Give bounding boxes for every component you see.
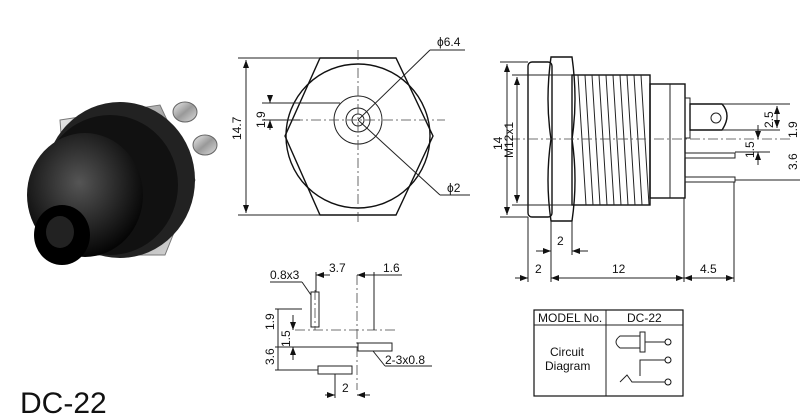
dim-flange: 2 (535, 262, 542, 276)
model-value: DC-22 (627, 311, 662, 325)
dim-outer-dia: ϕ6.4 (437, 35, 461, 49)
circuit-label-2: Diagram (545, 359, 590, 373)
dim-pin-dia: ϕ2 (447, 181, 461, 195)
dim-v1: 1.9 (263, 313, 277, 330)
dim-tab: 2.5 (762, 111, 776, 128)
front-view: 14.7 1.9 ϕ6.4 ϕ2 (230, 35, 470, 225)
dim-d1: 3.7 (329, 261, 346, 275)
dim-offset1: 1.9 (786, 121, 800, 138)
footprint-view: 0.8x3 3.7 1.6 1.9 1.5 3.6 2-3x0.8 2 (263, 261, 432, 398)
dim-offset3: 3.6 (786, 153, 800, 170)
product-photo (27, 101, 218, 265)
dim-offset2: 1.5 (743, 141, 757, 158)
dim-d2: 1.6 (383, 261, 400, 275)
circuit-label-1: Circuit (550, 345, 585, 359)
dim-side-height: 14 (491, 136, 505, 150)
dim-v3: 3.6 (263, 348, 277, 365)
model-label: MODEL No. (538, 311, 602, 325)
dim-slot1: 0.8x3 (270, 268, 300, 282)
dim-front-height: 14.7 (230, 116, 244, 140)
model-table: MODEL No. DC-22 Circuit Diagram (533, 309, 684, 397)
dim-front-pin-offset: 1.9 (254, 111, 268, 128)
thread-lines (577, 74, 650, 206)
dim-slots2: 2-3x0.8 (385, 353, 425, 367)
dim-thread: M12x1 (502, 122, 516, 158)
circuit-diagram-icon (615, 331, 672, 386)
dim-d3: 2 (342, 381, 349, 395)
dim-pins: 4.5 (700, 262, 717, 276)
dim-v2: 1.5 (279, 330, 293, 347)
dim-nut: 2 (557, 234, 564, 248)
side-view: 14 M12x1 2 2 12 4.5 2.5 1.9 1.5 3.6 (491, 56, 800, 282)
model-title: DC-22 (20, 387, 107, 415)
dim-body: 12 (612, 262, 626, 276)
